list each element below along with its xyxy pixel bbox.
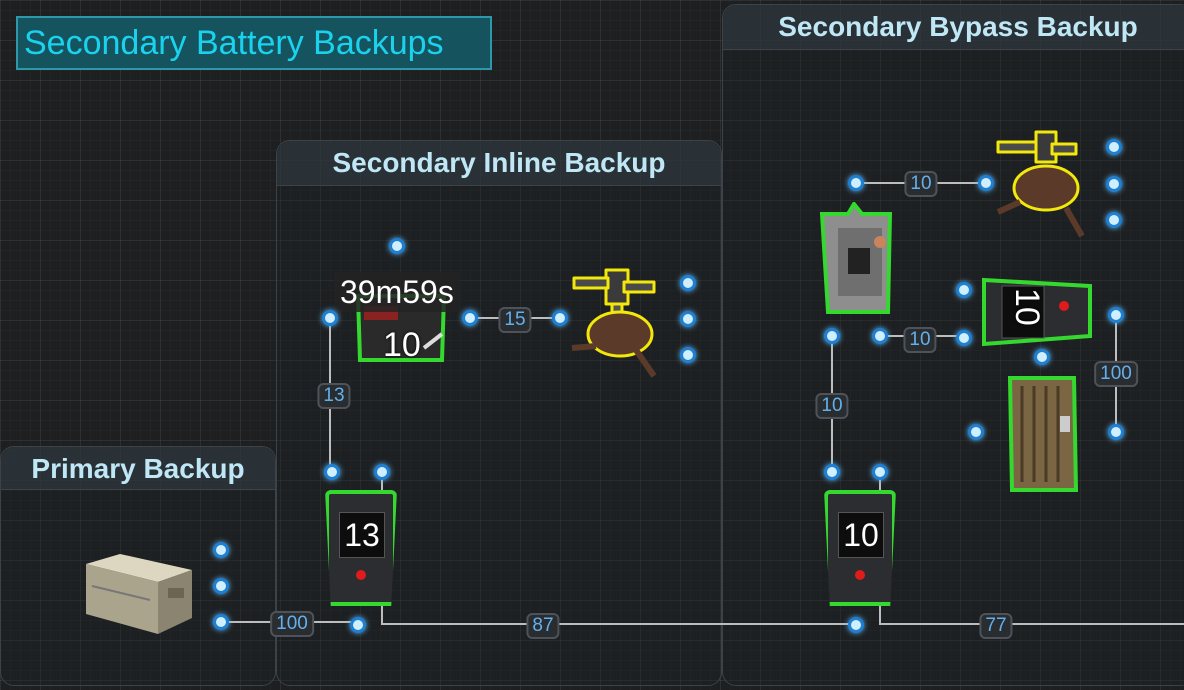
- region-title: Primary Backup: [1, 447, 275, 490]
- timer-readout: 39m59s: [334, 272, 460, 312]
- port[interactable]: [1106, 176, 1122, 192]
- port[interactable]: [389, 238, 405, 254]
- port[interactable]: [978, 175, 994, 191]
- port[interactable]: [350, 617, 366, 633]
- port[interactable]: [968, 424, 984, 440]
- wire-label: 10: [904, 171, 938, 197]
- bypass-battery[interactable]: 10: [824, 490, 896, 606]
- port[interactable]: [848, 175, 864, 191]
- wire-label: 10: [903, 327, 937, 353]
- port[interactable]: [213, 578, 229, 594]
- wire: [381, 472, 860, 625]
- led-icon: [356, 570, 366, 580]
- inline-battery[interactable]: 13: [325, 490, 397, 606]
- timer-counter: 10: [383, 326, 421, 364]
- generator-icon: [86, 554, 192, 634]
- port[interactable]: [680, 347, 696, 363]
- generator[interactable]: [80, 552, 194, 636]
- port[interactable]: [848, 617, 864, 633]
- port[interactable]: [1106, 212, 1122, 228]
- led-icon: [855, 570, 865, 580]
- port[interactable]: [824, 464, 840, 480]
- bypass-switch[interactable]: [818, 200, 894, 314]
- port[interactable]: [322, 310, 338, 326]
- turret-icon: [996, 130, 1085, 238]
- bypass-turret[interactable]: [992, 126, 1092, 246]
- wire-label: 87: [526, 613, 560, 639]
- battery-display: 10: [838, 512, 884, 558]
- port[interactable]: [956, 330, 972, 346]
- wire-label: 77: [979, 613, 1013, 639]
- battery-body: 13: [325, 490, 397, 606]
- port[interactable]: [872, 328, 888, 344]
- wire-label: 15: [498, 307, 532, 333]
- small-battery-display: 10: [1008, 288, 1046, 326]
- port[interactable]: [824, 328, 840, 344]
- port[interactable]: [552, 310, 568, 326]
- wire-label: 100: [270, 611, 314, 637]
- port[interactable]: [213, 614, 229, 630]
- port[interactable]: [374, 464, 390, 480]
- battery-pack-icon: [1007, 376, 1079, 492]
- battery-icon: [982, 277, 1092, 347]
- port[interactable]: [680, 311, 696, 327]
- bypass-small-battery[interactable]: [980, 276, 1096, 348]
- region-title: Secondary Bypass Backup: [723, 5, 1184, 50]
- bypass-battery-pack[interactable]: [1004, 372, 1082, 496]
- page-title: Secondary Battery Backups: [16, 16, 492, 70]
- inline-turret[interactable]: [566, 264, 666, 384]
- battery-display: 13: [339, 512, 385, 558]
- port[interactable]: [213, 542, 229, 558]
- port[interactable]: [1108, 307, 1124, 323]
- wire-label: 100: [1094, 361, 1138, 387]
- region-title: Secondary Inline Backup: [277, 141, 721, 186]
- port[interactable]: [1034, 349, 1050, 365]
- turret-icon: [571, 268, 657, 378]
- wire-label: 10: [815, 393, 849, 419]
- port[interactable]: [1106, 139, 1122, 155]
- port[interactable]: [1108, 424, 1124, 440]
- region-secondary-bypass-backup[interactable]: Secondary Bypass Backup: [722, 4, 1184, 686]
- battery-body: 10: [824, 490, 896, 606]
- port[interactable]: [872, 464, 888, 480]
- switch-icon: [819, 200, 893, 314]
- port[interactable]: [324, 464, 340, 480]
- port[interactable]: [462, 310, 478, 326]
- port[interactable]: [680, 275, 696, 291]
- wire-label: 13: [317, 383, 351, 409]
- port[interactable]: [956, 282, 972, 298]
